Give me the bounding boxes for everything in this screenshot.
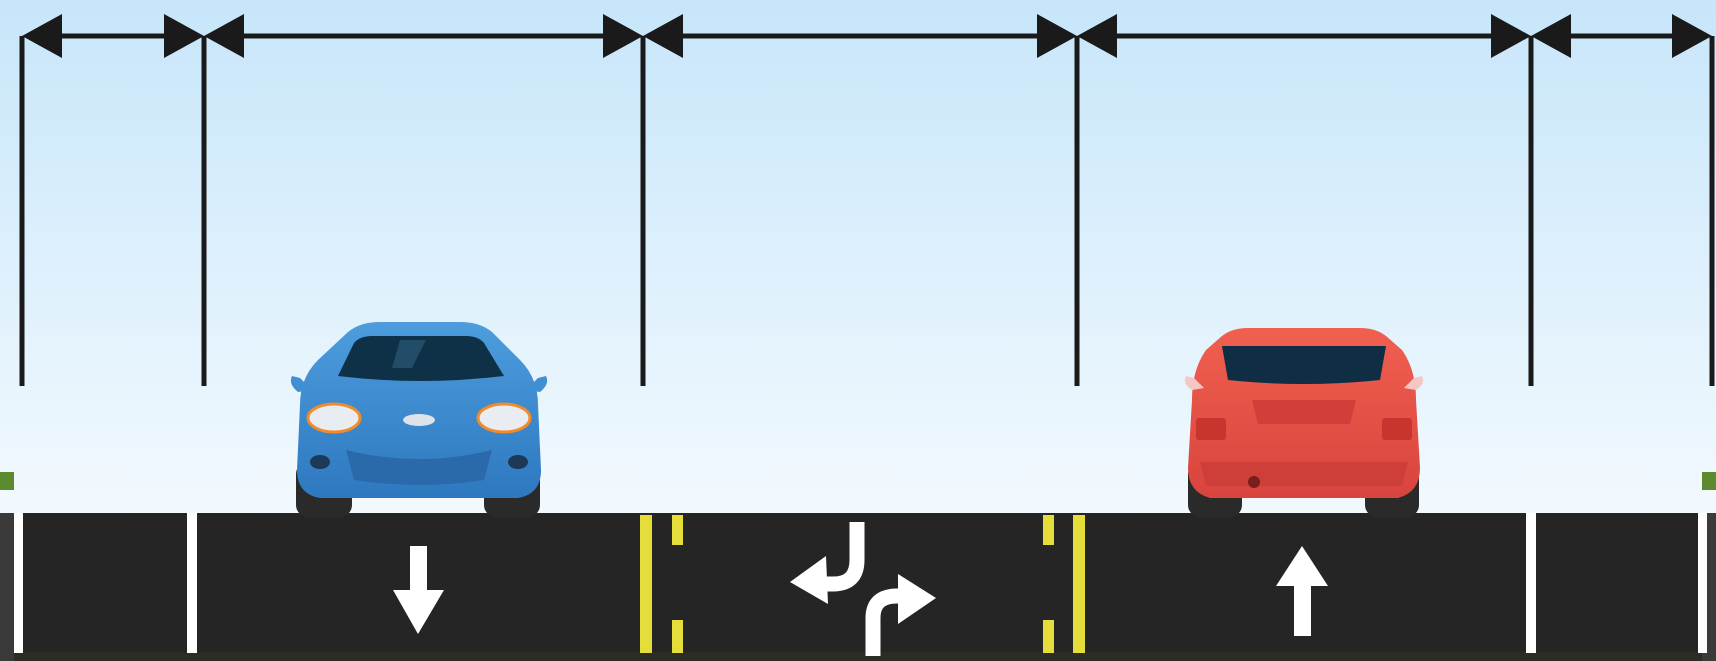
edge-line-right: [1526, 513, 1536, 653]
mirror: [1404, 376, 1424, 390]
curb-left: [0, 513, 14, 661]
headlight-right: [476, 402, 532, 434]
dimension-lines: [19, 33, 1715, 386]
fog-light: [508, 455, 528, 469]
license-plate-area: [1252, 400, 1356, 424]
up-arrow-icon: [1276, 546, 1328, 636]
grass-right: [1702, 472, 1716, 490]
road-base: [0, 652, 1716, 661]
two-way-turn-arrows-icon: [790, 522, 936, 656]
rear-bumper: [1200, 462, 1408, 486]
grille: [346, 450, 492, 485]
edge-line-far-right: [1698, 513, 1707, 653]
car-front-view: [290, 322, 548, 517]
lane-markings: [14, 513, 1707, 653]
center-line-left-solid: [640, 515, 652, 653]
tail-light: [1196, 418, 1226, 440]
dimension-arrowheads: [22, 14, 1712, 58]
rear-window: [1222, 346, 1386, 384]
down-arrow-icon: [393, 546, 444, 634]
headlight-left: [306, 402, 362, 434]
center-line-left-dash-2: [672, 620, 683, 653]
windshield-glare: [392, 340, 426, 368]
tail-light: [1382, 418, 1412, 440]
grass-edges: [0, 472, 1716, 490]
edge-line-left: [187, 513, 197, 653]
center-line-right-solid: [1073, 515, 1085, 653]
mirror: [1184, 376, 1204, 390]
center-line-right-dash-1: [1043, 515, 1054, 545]
center-line-right-dash-2: [1043, 620, 1054, 653]
center-line-left-dash-1: [672, 515, 683, 545]
right-turn-arrow-icon: [865, 588, 905, 656]
mirror: [290, 376, 312, 392]
mirror: [526, 376, 548, 392]
exhaust: [1248, 476, 1260, 488]
badge: [403, 414, 435, 426]
car-rear-view: [1184, 328, 1424, 517]
grass-left: [0, 472, 14, 490]
left-turn-arrow-icon: [818, 522, 865, 592]
windshield: [338, 336, 504, 381]
edge-line-far-left: [14, 513, 23, 653]
fog-light: [310, 455, 330, 469]
